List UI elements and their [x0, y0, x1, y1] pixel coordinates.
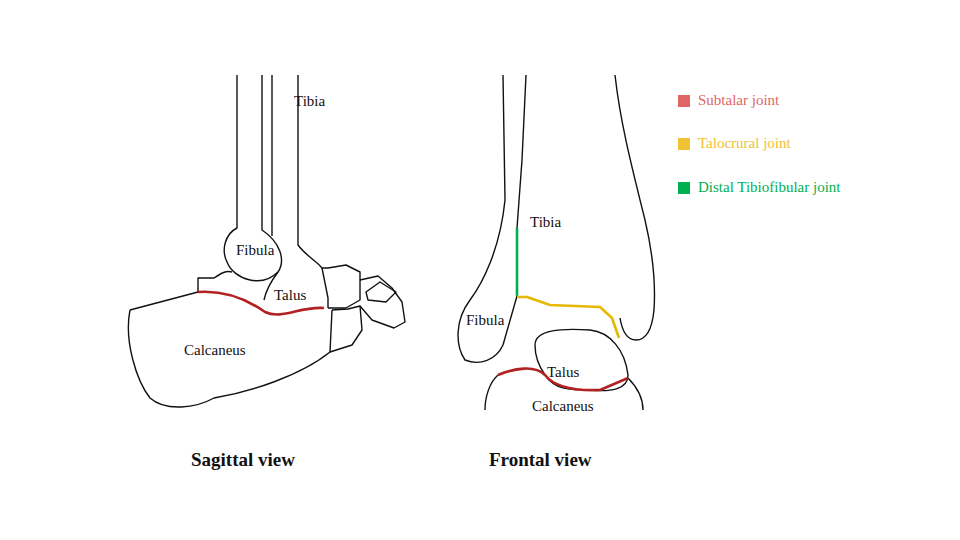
bone-label: Calcaneus	[532, 398, 594, 415]
legend-row: Subtalar joint	[678, 92, 779, 109]
legend-swatch	[678, 138, 690, 150]
bone-label: Tibia	[530, 214, 561, 231]
legend-swatch	[678, 95, 690, 107]
legend-row: Distal Tibiofibular joint	[678, 179, 841, 196]
bone-label: Tibia	[294, 93, 325, 110]
bone-label: Fibula	[466, 312, 504, 329]
legend-row: Talocrural joint	[678, 135, 791, 152]
frontal-bones	[458, 75, 654, 410]
bone-label: Talus	[547, 364, 579, 381]
talocrural-joint-line	[517, 297, 619, 338]
legend-text: Distal Tibiofibular joint	[698, 179, 841, 196]
view-title: Frontal view	[489, 450, 592, 471]
bone-label: Talus	[274, 287, 306, 304]
sagittal-bones	[128, 75, 405, 407]
view-title: Sagittal view	[191, 450, 295, 471]
bone-label: Calcaneus	[184, 342, 246, 359]
bone-label: Fibula	[236, 242, 274, 259]
legend-text: Talocrural joint	[698, 135, 791, 152]
legend-text: Subtalar joint	[698, 92, 779, 109]
tibiofibular-joint-line	[516, 228, 519, 296]
legend-swatch	[678, 182, 690, 194]
